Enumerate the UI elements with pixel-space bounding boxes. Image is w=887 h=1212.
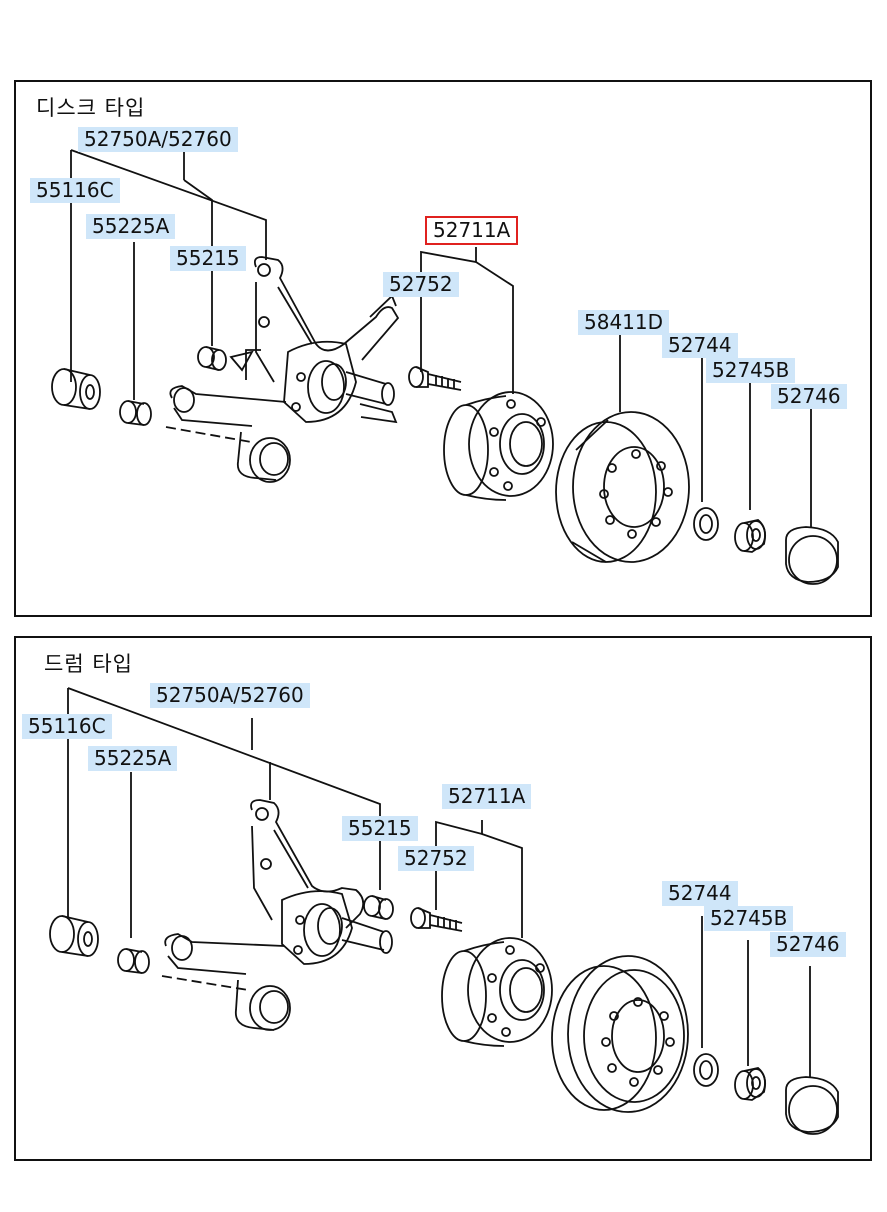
drum-label-bolt[interactable]: 52752 bbox=[398, 846, 474, 871]
label-knuckle[interactable]: 52750A/52760 bbox=[78, 127, 238, 152]
label-bush-small[interactable]: 55225A bbox=[86, 214, 176, 239]
drum-type-panel: 드럼 타입 bbox=[14, 636, 872, 1161]
drum-panel-title: 드럼 타입 bbox=[44, 652, 133, 676]
drum-label-knuckle[interactable]: 52750A/52760 bbox=[150, 683, 310, 708]
knuckle-part bbox=[165, 256, 400, 483]
drum-label-nut[interactable]: 52745B bbox=[704, 906, 794, 931]
drum-label-cap[interactable]: 52746 bbox=[770, 932, 846, 957]
drum-label-hub[interactable]: 52711A bbox=[442, 784, 532, 809]
disc-exploded-diagram bbox=[51, 149, 839, 585]
label-bush-mid[interactable]: 55215 bbox=[170, 246, 246, 271]
brake-disc-part bbox=[555, 411, 690, 563]
drum-label-bush-small[interactable]: 55225A bbox=[88, 746, 178, 771]
label-bush-large[interactable]: 55116C bbox=[30, 178, 120, 203]
label-bolt[interactable]: 52752 bbox=[383, 272, 459, 297]
drum-label-bush-mid[interactable]: 55215 bbox=[342, 816, 418, 841]
disc-panel-title: 디스크 타입 bbox=[36, 96, 146, 120]
drum-label-bush-large[interactable]: 55116C bbox=[22, 714, 112, 739]
label-washer[interactable]: 52744 bbox=[662, 333, 738, 358]
label-cap[interactable]: 52746 bbox=[771, 384, 847, 409]
label-nut[interactable]: 52745B bbox=[706, 358, 796, 383]
disc-type-panel: 디스크 타입 bbox=[14, 80, 872, 617]
label-disc[interactable]: 58411D bbox=[578, 310, 670, 335]
drum-label-washer[interactable]: 52744 bbox=[662, 881, 738, 906]
drum-exploded-diagram bbox=[49, 687, 839, 1135]
hub-part bbox=[443, 391, 554, 501]
bush-large-part bbox=[51, 368, 101, 410]
label-hub-selected[interactable]: 52711A bbox=[424, 216, 519, 245]
